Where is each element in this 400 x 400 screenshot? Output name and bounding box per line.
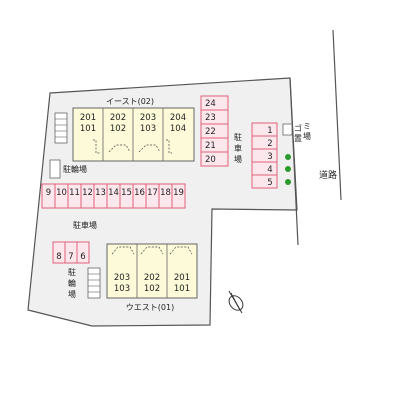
west-unit-3-lower: 101 [174,284,190,294]
garbage-area-label: ミ [303,122,311,131]
east-building-name: イースト(02) [106,97,154,106]
parking-center-column [200,95,229,167]
stairs-icon [54,112,68,144]
road-label: 道路 [319,169,337,181]
parking-right-column [251,122,278,189]
bike-parking-lower-label: 駐 [68,267,76,277]
garbage-area-label: 場 [303,131,311,141]
west-unit-1-upper: 203 [114,273,130,283]
parking-center-label: 場 [234,154,242,164]
east-building [72,107,195,162]
bike-parking-upper-box [49,159,61,179]
east-unit-1-lower: 101 [80,124,96,134]
parking-space: 23 [205,113,216,123]
road-edge-line [332,29,342,201]
parking-space: 13 [95,188,106,198]
tree-icon [285,166,291,172]
west-building [106,243,198,299]
parking-space: 16 [134,188,145,198]
east-unit-2-upper: 202 [110,113,126,123]
east-unit-3-lower: 103 [140,124,156,134]
parking-space: 22 [205,127,216,137]
parking-space: 7 [68,252,73,262]
parking-space: 5 [267,178,272,188]
garbage-area-box [282,123,293,136]
parking-space: 1 [267,126,272,136]
east-unit-4-upper: 204 [170,113,186,123]
east-unit-3-upper: 203 [140,113,156,123]
parking-center-label: 車 [234,143,242,153]
parking-space: 6 [80,252,85,262]
west-building-name: ウエスト(01) [126,303,174,312]
stairs-icon [87,267,101,299]
parking-space: 20 [205,155,216,165]
parking-space: 15 [121,188,132,198]
tree-icon [285,154,291,160]
road-edge-line [289,77,299,246]
parking-space: 4 [267,165,272,175]
east-unit-1-upper: 201 [80,113,96,123]
garbage-area-label: ゴ [294,123,302,133]
parking-space: 19 [173,188,184,198]
parking-space: 9 [46,188,51,198]
parking-space: 21 [205,141,216,151]
east-unit-4-lower: 104 [170,124,186,134]
bike-parking-lower-label: 輪 [68,278,76,288]
bike-parking-lower-label: 場 [68,289,76,299]
garbage-area-label: 置 [294,134,302,143]
bike-parking-upper-label: 駐輪場 [63,164,87,174]
parking-space: 2 [267,139,272,149]
parking-space: 14 [108,188,119,198]
parking-space: 18 [160,188,171,198]
parking-space: 12 [82,188,93,198]
west-unit-2-upper: 202 [144,273,160,283]
parking-space: 8 [56,252,61,262]
parking-center-label: 駐 [234,132,242,142]
tree-icon [285,179,291,185]
west-unit-3-upper: 201 [174,273,190,283]
parking-space: 17 [147,188,158,198]
parking-middle-label: 駐車場 [73,220,97,230]
parking-space: 24 [205,99,216,109]
west-unit-2-lower: 102 [144,284,160,294]
parking-middle-row [41,183,186,209]
parking-space: 11 [69,188,80,198]
east-unit-2-lower: 102 [110,124,126,134]
parking-space: 3 [267,152,272,162]
north-arrow-icon [228,290,244,314]
parking-bottom-row [52,241,90,264]
west-unit-1-lower: 103 [114,284,130,294]
parking-space: 10 [56,188,67,198]
